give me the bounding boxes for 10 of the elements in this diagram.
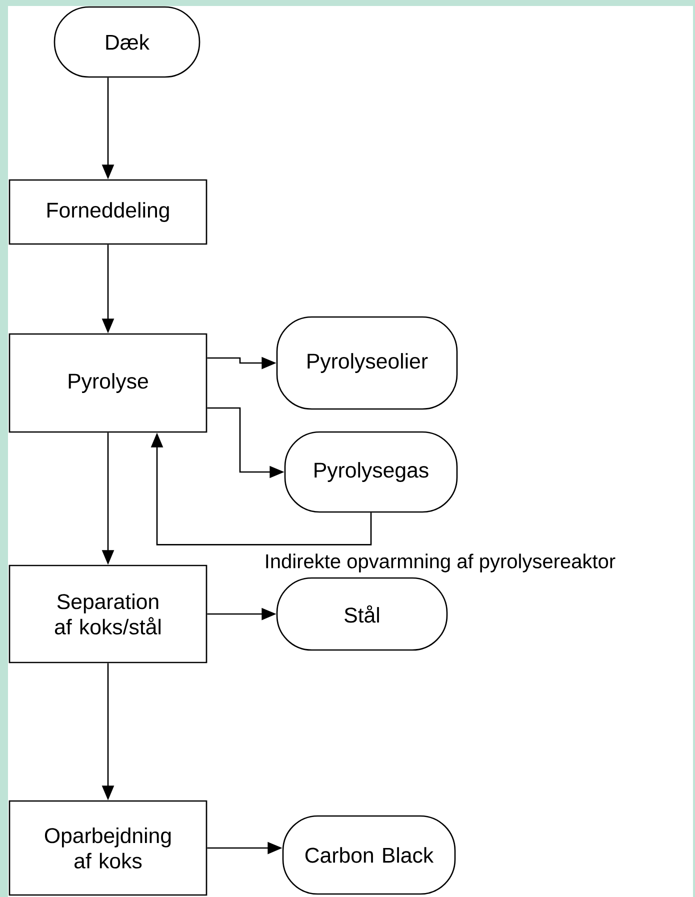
terminal-box: Pyrolyseolier	[276, 316, 458, 410]
process-box: Forneddeling	[8, 179, 208, 245]
edge-label: Indirekte opvarmning af pyrolysereaktor	[266, 554, 616, 572]
process-box: Pyrolyse	[8, 333, 208, 433]
terminal-box: Pyrolysegas	[284, 431, 458, 513]
terminal-box: Carbon Black	[282, 815, 456, 895]
process-box: Oparbejdning af koks	[8, 800, 208, 896]
terminal-box: Dæk	[54, 6, 200, 78]
process-box: Separation af koks/stål	[8, 564, 208, 664]
terminal-box: Stål	[276, 577, 448, 651]
